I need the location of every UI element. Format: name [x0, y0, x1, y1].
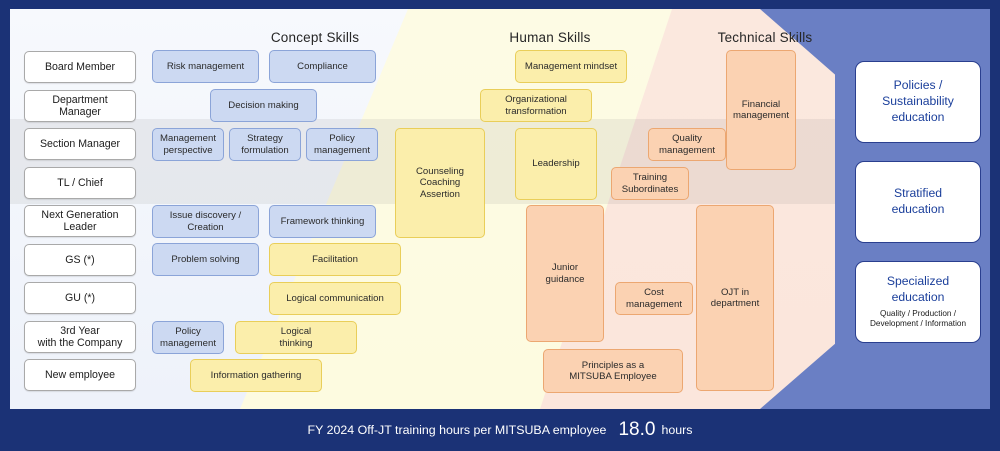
column-header-technical-skills: Technical Skills	[717, 30, 813, 45]
footer-bar: FY 2024 Off-JT training hours per MITSUB…	[0, 409, 1000, 451]
skill-facilitation[interactable]: Facilitation	[269, 243, 401, 276]
skill-framework-thinking[interactable]: Framework thinking	[269, 205, 376, 238]
role-tl-chief[interactable]: TL / Chief	[24, 167, 136, 199]
skill-leadership[interactable]: Leadership	[515, 128, 597, 200]
skill-issue-discovery-creation[interactable]: Issue discovery /Creation	[152, 205, 259, 238]
role-gs[interactable]: GS (*)	[24, 244, 136, 276]
skill-logical-communication[interactable]: Logical communication	[269, 282, 401, 315]
skill-information-gathering[interactable]: Information gathering	[190, 359, 322, 392]
role-gu[interactable]: GU (*)	[24, 282, 136, 314]
role-section-manager[interactable]: Section Manager	[24, 128, 136, 160]
footer-label: FY 2024 Off-JT training hours per MITSUB…	[307, 423, 607, 437]
role-board-member[interactable]: Board Member	[24, 51, 136, 83]
column-header-human-skills: Human Skills	[509, 30, 591, 45]
skill-management-mindset[interactable]: Management mindset	[515, 50, 627, 83]
education-card-subtitle: Quality / Production /Development / Info…	[869, 309, 967, 329]
footer-unit: hours	[661, 423, 693, 437]
skill-decision-making[interactable]: Decision making	[210, 89, 317, 122]
skill-compliance[interactable]: Compliance	[269, 50, 376, 83]
diagram-stage: Concept Skills Human Skills Technical Sk…	[10, 9, 990, 409]
skill-problem-solving[interactable]: Problem solving	[152, 243, 259, 276]
role-new-employee[interactable]: New employee	[24, 359, 136, 391]
skill-risk-management[interactable]: Risk management	[152, 50, 259, 83]
column-header-concept-skills: Concept Skills	[270, 30, 360, 45]
footer-value: 18.0	[618, 419, 656, 440]
